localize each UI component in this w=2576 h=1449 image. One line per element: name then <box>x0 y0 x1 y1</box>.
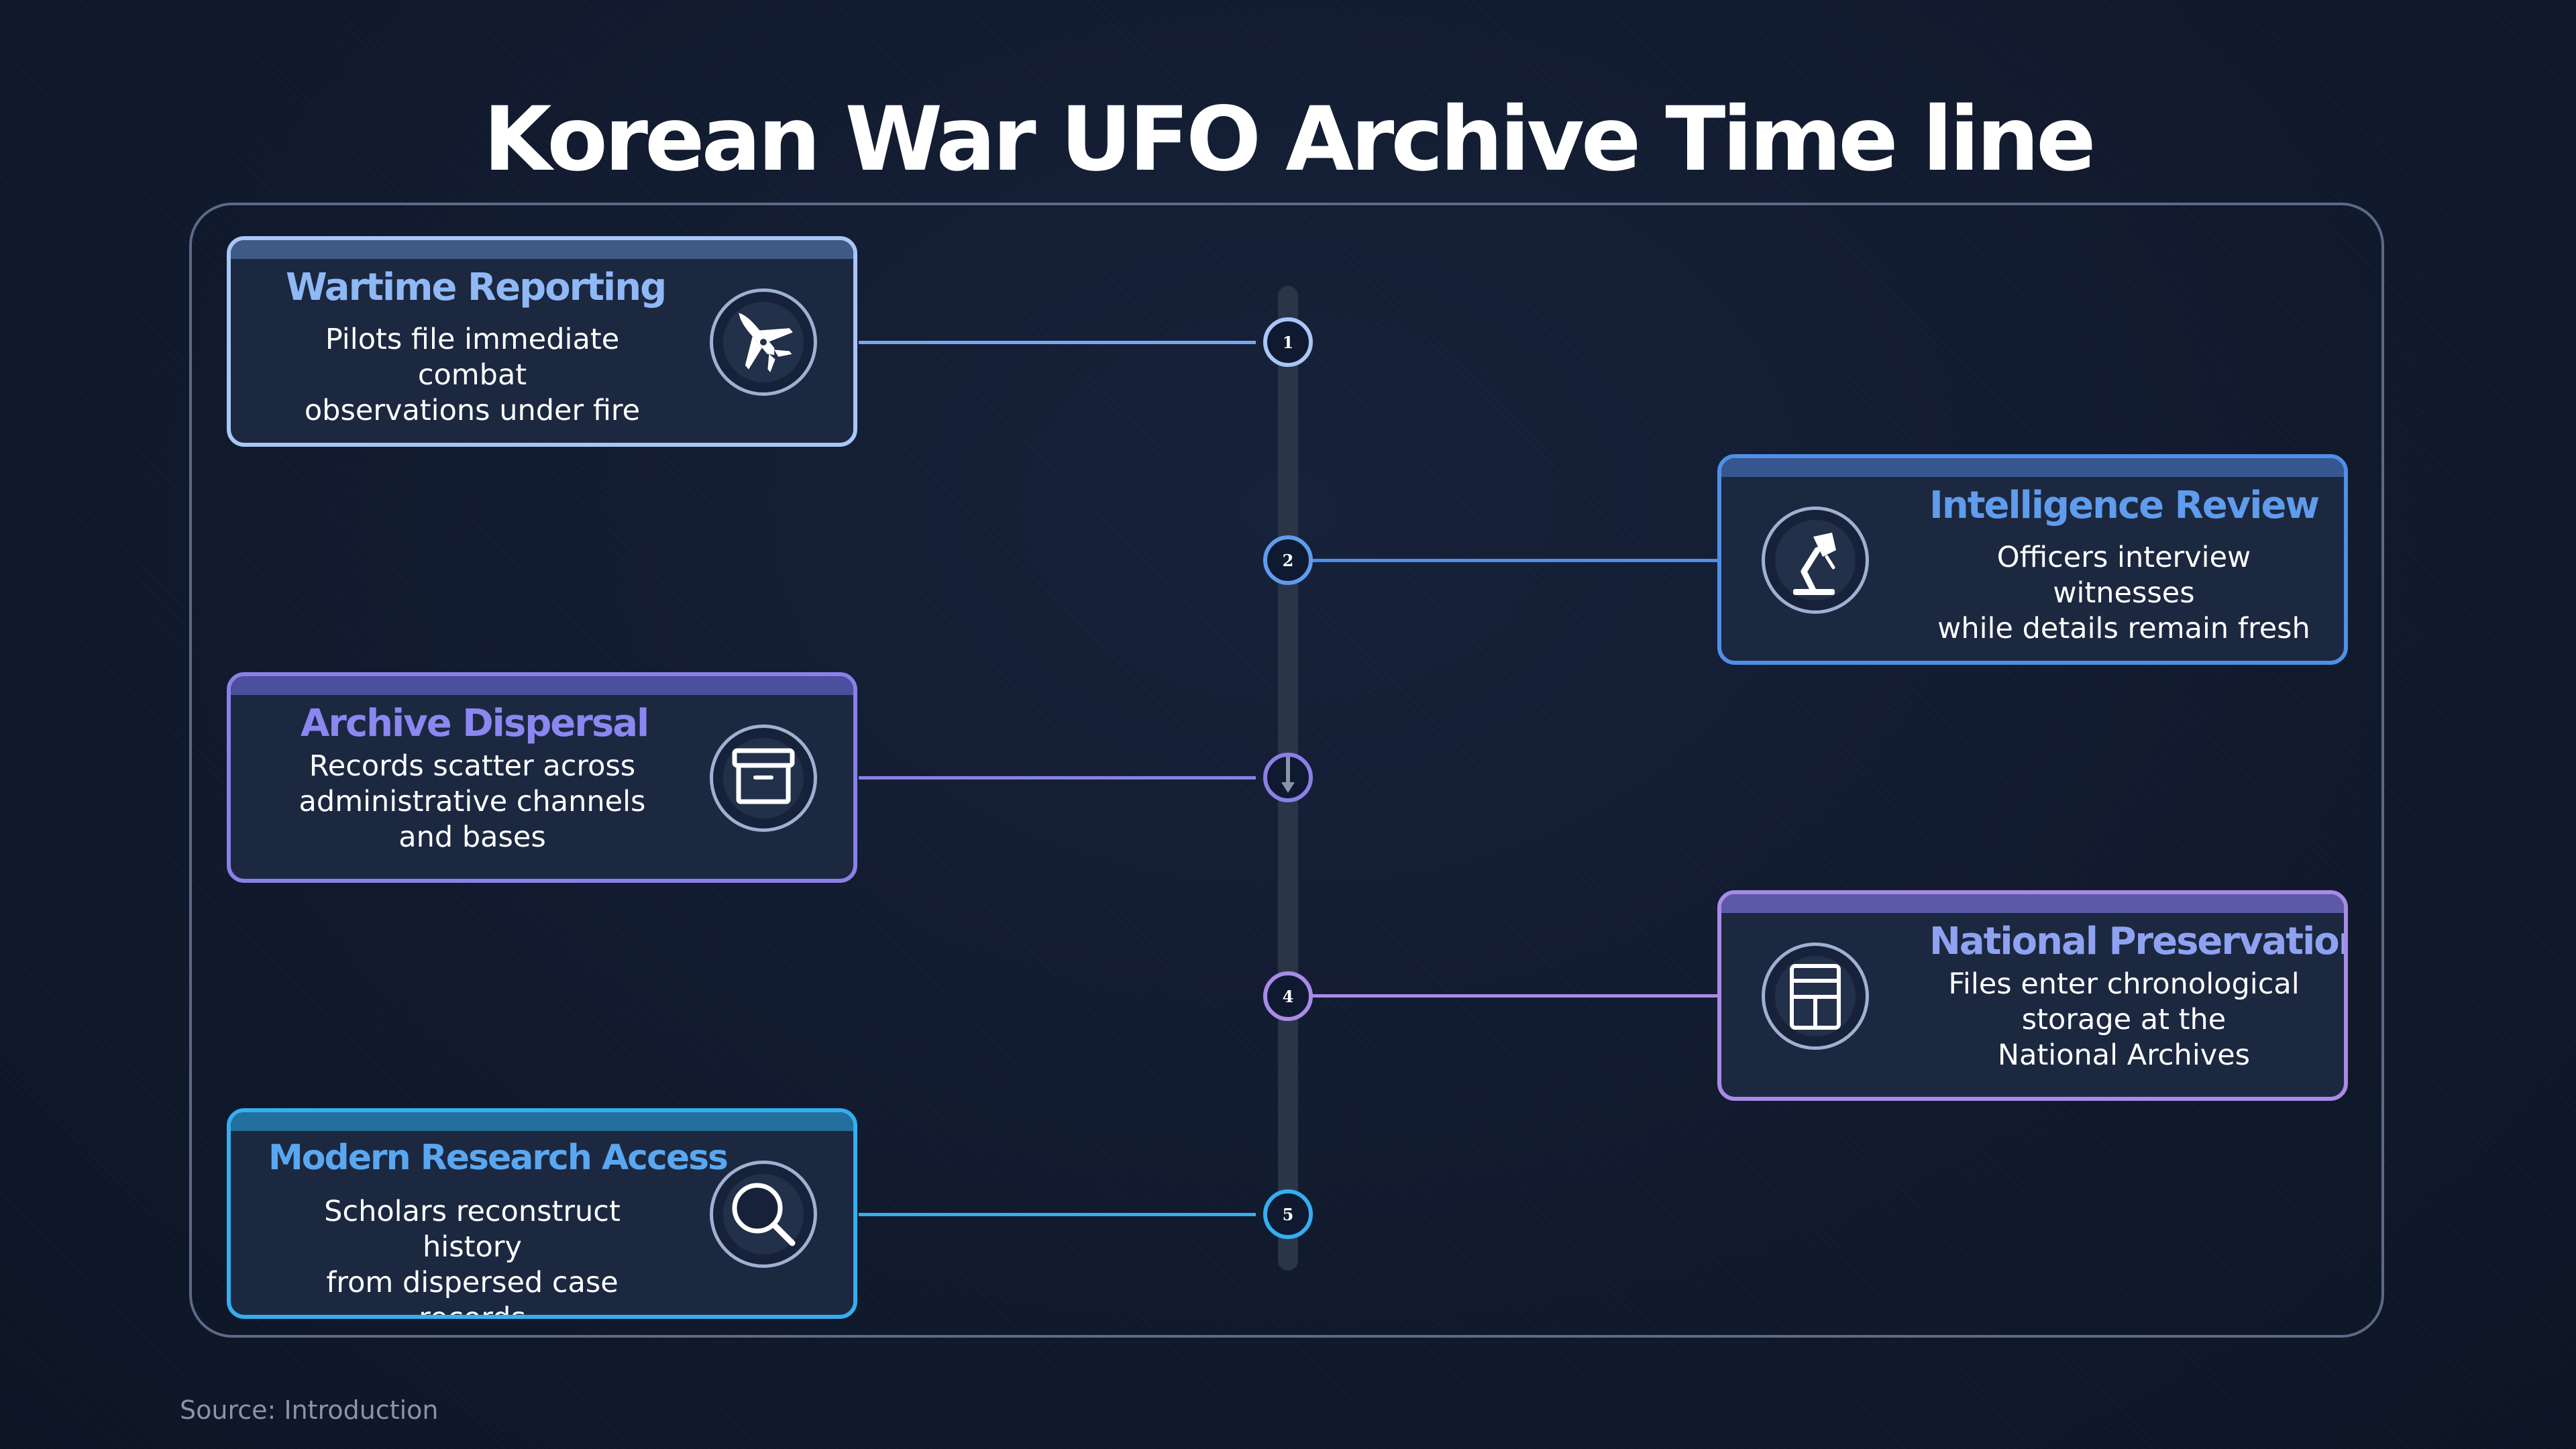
stage-card-wartime-reporting: Wartime Reporting Pilots file immediate … <box>227 236 857 447</box>
stage-description: Records scatter across administrative ch… <box>299 749 646 854</box>
connector-5 <box>859 1213 1256 1216</box>
stage-card-archive-dispersal: Archive Dispersal Records scatter across… <box>227 672 857 883</box>
timeline-frame <box>189 203 2384 1338</box>
timeline-node-5: 5 <box>1263 1189 1313 1239</box>
stage-description: Officers interview witnesses while detai… <box>1937 541 2310 645</box>
timeline-node-2: 2 <box>1263 535 1313 585</box>
connector-1 <box>859 341 1256 344</box>
source-note: Source: Introduction <box>180 1395 439 1425</box>
stage-heading: Intelligence Review <box>1929 484 2320 527</box>
filing-cabinet-icon <box>1762 943 1869 1050</box>
fighter-jet-icon <box>710 288 817 396</box>
stage-heading: Modern Research Access <box>268 1138 729 1178</box>
page-title: Korean War UFO Archive Time line <box>483 88 2096 191</box>
magnifier-icon <box>710 1161 817 1268</box>
stage-heading: Archive Dispersal <box>301 702 649 745</box>
stage-card-intelligence-review: Intelligence Review Officers interview w… <box>1717 454 2348 665</box>
stage-description: Scholars reconstruct history from disper… <box>324 1195 621 1319</box>
stage-card-national-preservation: National Preservation Files enter chrono… <box>1717 890 2348 1101</box>
connector-3 <box>859 776 1256 780</box>
timeline-node-4: 4 <box>1263 971 1313 1021</box>
desk-lamp-icon <box>1762 506 1869 614</box>
connector-4 <box>1312 994 1717 998</box>
stage-description: Pilots file immediate combat observation… <box>304 323 641 427</box>
stage-description: Files enter chronological storage at the… <box>1948 967 2300 1072</box>
archive-box-icon <box>710 724 817 832</box>
stage-heading: National Preservation <box>1929 920 2348 963</box>
timeline-node-1: 1 <box>1263 317 1313 367</box>
timeline-node-3 <box>1263 753 1313 802</box>
stage-heading: Wartime Reporting <box>286 266 667 309</box>
stage-card-modern-research-access: Modern Research Access Scholars reconstr… <box>227 1108 857 1319</box>
down-arrow-icon <box>1281 757 1295 793</box>
connector-2 <box>1312 559 1717 562</box>
